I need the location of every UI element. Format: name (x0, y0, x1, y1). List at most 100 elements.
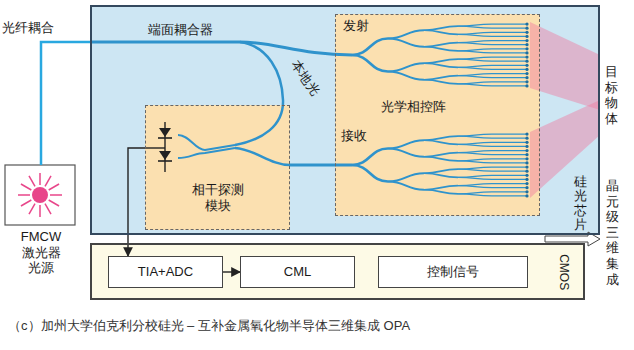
laser-source: FMCW 激光器 光源 (5, 165, 77, 283)
laser-ray (45, 204, 51, 214)
antenna-element (525, 157, 528, 160)
laser-ray (49, 200, 59, 206)
laser-ray (29, 176, 35, 186)
array-waveguide (424, 47, 458, 51)
antenna-element (525, 80, 528, 83)
antenna-line (492, 81, 526, 82)
laser-label: FMCW 激光器 光源 (16, 229, 66, 276)
module-label: 相干探测 模块 (186, 182, 248, 213)
array-waveguide (424, 157, 458, 161)
array-waveguide (458, 84, 492, 86)
array-waveguide (458, 51, 492, 53)
signal-arrow (223, 271, 240, 272)
laser-ray (18, 194, 30, 196)
antenna-line (492, 85, 526, 86)
array-waveguide (458, 67, 492, 69)
array-waveguide (458, 153, 492, 155)
antenna-line (492, 187, 526, 188)
antenna-line (492, 56, 526, 57)
region-fill (335, 14, 540, 216)
laser-ray (29, 204, 35, 214)
antenna-element (525, 64, 528, 67)
antenna-element (525, 47, 528, 50)
antenna-element (525, 149, 528, 152)
antenna-line (492, 61, 526, 62)
silicon-chip: 硅光芯片相干探测 模块光学相控阵 (90, 5, 600, 235)
antenna-element (525, 22, 528, 25)
antenna-line (492, 32, 526, 33)
antenna-line (492, 146, 526, 147)
antenna-line (492, 154, 526, 155)
antenna-element (525, 55, 528, 58)
array-waveguide (424, 80, 458, 84)
antenna-element (525, 68, 528, 71)
antenna-line (492, 52, 526, 53)
antenna-line (492, 69, 526, 70)
array-waveguide (424, 63, 458, 67)
antenna-line (492, 138, 526, 139)
array-waveguide (458, 76, 492, 78)
antenna-line (492, 171, 526, 172)
antenna-line (492, 40, 526, 41)
array-waveguide (388, 72, 424, 80)
antenna-line (492, 166, 526, 167)
antenna-element (525, 145, 528, 148)
array-waveguide (458, 144, 492, 146)
box-label: CML (284, 264, 311, 280)
antenna-element (525, 84, 528, 87)
array-waveguide (424, 190, 458, 194)
antenna-element (525, 132, 528, 135)
array-waveguide (388, 173, 424, 181)
laser-ray (50, 194, 62, 196)
directional-coupler (178, 148, 235, 158)
array-waveguide (458, 177, 492, 179)
region-fill (145, 105, 290, 230)
rx-label: 接收 (341, 128, 367, 144)
array-waveguide (424, 140, 458, 144)
photodiode-symbol (159, 151, 171, 160)
array-waveguide (458, 43, 492, 45)
antenna-element (525, 178, 528, 181)
antenna-element (525, 170, 528, 173)
array-waveguide (424, 30, 458, 34)
antenna-line (492, 36, 526, 37)
antenna-line (492, 28, 526, 29)
lo-label: 本地光 (288, 57, 323, 98)
antenna-line (492, 191, 526, 192)
target-label: 目标物体 (605, 64, 618, 126)
antenna-element (525, 35, 528, 38)
antenna-line (492, 77, 526, 78)
cmos-label: CMOS (557, 242, 571, 302)
tia-adc-box: TIA+ADC (108, 256, 223, 288)
photodiode-symbol (158, 137, 172, 139)
antenna-line (492, 73, 526, 74)
box-label: TIA+ADC (138, 264, 193, 280)
antenna-element (525, 39, 528, 42)
coupler-label: 端面耦合器 (148, 22, 213, 38)
array-waveguide (458, 194, 492, 196)
signal-wire (145, 147, 165, 148)
beam-fan (530, 100, 600, 198)
antenna-line (492, 179, 526, 180)
antenna-line (492, 183, 526, 184)
array-waveguide (458, 136, 492, 138)
antenna-element (525, 165, 528, 168)
antenna-element (525, 51, 528, 54)
waveguide (235, 148, 290, 165)
laser-ray (49, 184, 59, 190)
antenna-line (492, 65, 526, 66)
waveguide (235, 42, 283, 145)
antenna-element (525, 137, 528, 140)
antenna-element (525, 43, 528, 46)
antenna-element (525, 194, 528, 197)
beam-fan (530, 22, 600, 110)
laser-icon-frame (5, 165, 75, 225)
array-waveguide (458, 186, 492, 188)
antenna-element (525, 60, 528, 63)
array-waveguide (458, 161, 492, 163)
antenna-line (492, 48, 526, 49)
cmos-layer: CMOSTIA+ADCCML控制信号 (90, 243, 585, 300)
antenna-element (525, 182, 528, 185)
